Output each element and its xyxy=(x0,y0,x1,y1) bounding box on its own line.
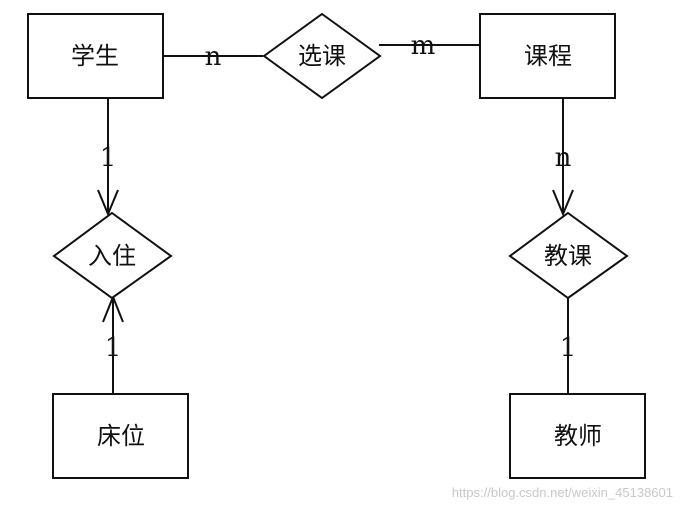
arrowhead-teach-top xyxy=(552,189,574,217)
cardinality-teacher-teach: 1 xyxy=(560,333,577,363)
relationship-live-in-label: 入住 xyxy=(88,242,136,270)
entity-teacher: 教师 xyxy=(509,393,646,479)
cardinality-student-select: n xyxy=(205,42,222,72)
arrowhead-livein-top xyxy=(97,189,119,217)
cardinality-bed-live: 1 xyxy=(105,333,122,363)
cardinality-course-select: m xyxy=(411,31,436,61)
relationship-teach-label: 教课 xyxy=(544,242,592,270)
relationship-live-in: 入住 xyxy=(52,211,173,300)
relationship-select-course: 选课 xyxy=(262,12,382,100)
relationship-teach: 教课 xyxy=(508,211,629,300)
entity-course: 课程 xyxy=(479,13,616,99)
entity-student: 学生 xyxy=(27,13,164,99)
relationship-select-course-label: 选课 xyxy=(298,42,346,70)
entity-bed-label: 床位 xyxy=(97,422,145,450)
entity-student-label: 学生 xyxy=(71,42,119,70)
cardinality-course-teach: n xyxy=(555,143,572,173)
cardinality-student-live: 1 xyxy=(100,143,117,173)
entity-bed: 床位 xyxy=(52,393,189,479)
watermark: https://blog.csdn.net/weixin_45138601 xyxy=(452,485,673,500)
entity-teacher-label: 教师 xyxy=(554,422,602,450)
entity-course-label: 课程 xyxy=(524,42,572,70)
